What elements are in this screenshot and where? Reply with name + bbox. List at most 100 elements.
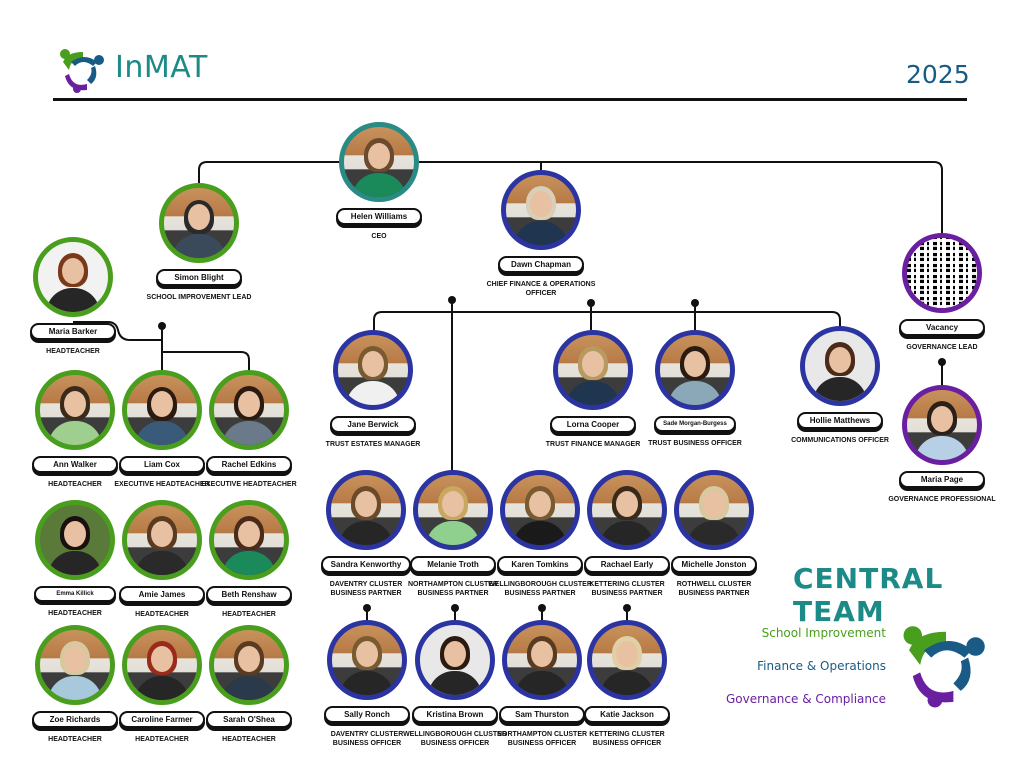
person-name: Rachael Early xyxy=(584,556,670,573)
avatar xyxy=(674,470,754,550)
connector-ht-right xyxy=(162,351,250,372)
person-name: Zoe Richards xyxy=(32,711,118,728)
avatar xyxy=(209,625,289,705)
person-role: ROTHWELL CLUSTER BUSINESS PARTNER xyxy=(676,581,752,597)
logo-people-icon xyxy=(903,626,985,708)
avatar xyxy=(500,470,580,550)
brand-logo xyxy=(57,46,109,94)
avatar xyxy=(587,470,667,550)
person-name: Sade Morgan-Burgess xyxy=(654,416,736,432)
person-role: HEADTEACHER xyxy=(135,611,189,618)
avatar xyxy=(333,330,413,410)
avatar xyxy=(655,330,735,410)
connector-barker xyxy=(73,321,162,341)
avatar xyxy=(209,370,289,450)
person-name: Caroline Farmer xyxy=(119,711,205,728)
connector-finance-bar xyxy=(373,311,841,332)
person-name: Liam Cox xyxy=(119,456,205,473)
avatar xyxy=(122,370,202,450)
avatar xyxy=(209,500,289,580)
person-name: Maria Page xyxy=(899,471,985,488)
person-card-ceo[interactable]: Helen Williams CEO xyxy=(324,122,434,241)
person-card-headteacher[interactable]: Emma Killick HEADTEACHER xyxy=(20,500,130,618)
person-card-business-officer[interactable]: Katie Jackson KETTERING CLUSTER BUSINESS… xyxy=(572,620,682,748)
legend-item-governance-compliance: Governance & Compliance xyxy=(725,692,886,706)
person-card-headteacher[interactable]: Maria Barker HEADTEACHER xyxy=(18,237,128,356)
person-card-headteacher[interactable]: Rachel Edkins EXECUTIVE HEADTEACHER xyxy=(194,370,304,489)
connector-ceo-simon xyxy=(198,161,345,195)
year-label: 2025 xyxy=(906,60,970,89)
person-card-business-officer[interactable]: Sam Thurston NORTHAMPTON CLUSTER BUSINES… xyxy=(487,620,597,748)
person-card-governance-lead[interactable]: Vacancy GOVERNANCE LEAD xyxy=(887,233,997,352)
person-role: KETTERING CLUSTER BUSINESS PARTNER xyxy=(589,581,665,597)
person-name: Simon Blight xyxy=(156,269,242,286)
connector-dot xyxy=(538,604,546,612)
header-divider xyxy=(53,98,967,101)
person-card-headteacher[interactable]: Amie James HEADTEACHER xyxy=(107,500,217,619)
person-role: CHIEF FINANCE & OPERATIONS OFFICER xyxy=(486,281,596,297)
legend-item-school-improvement: School Improvement xyxy=(761,626,886,640)
person-name: Lorna Cooper xyxy=(550,416,636,433)
qr-code-icon[interactable] xyxy=(902,233,982,313)
legend-title: CENTRAL TEAM xyxy=(793,562,944,628)
legend-logo xyxy=(898,620,994,715)
person-name: Emma Killick xyxy=(34,586,116,602)
person-card-finance[interactable]: Lorna Cooper TRUST FINANCE MANAGER xyxy=(538,330,648,449)
person-role: TRUST BUSINESS OFFICER xyxy=(648,440,742,447)
person-role: NORTHAMPTON CLUSTER BUSINESS PARTNER xyxy=(407,581,499,597)
avatar xyxy=(501,170,581,250)
person-card-finance[interactable]: Sade Morgan-Burgess TRUST BUSINESS OFFIC… xyxy=(640,330,750,448)
avatar xyxy=(902,385,982,465)
person-name: Rachel Edkins xyxy=(206,456,292,473)
person-role: HEADTEACHER xyxy=(48,736,102,743)
person-card-business-partner[interactable]: Melanie Troth NORTHAMPTON CLUSTER BUSINE… xyxy=(398,470,508,598)
person-name: Vacancy xyxy=(899,319,985,336)
avatar xyxy=(327,620,407,700)
connector-dot xyxy=(587,299,595,307)
person-card-headteacher[interactable]: Ann Walker HEADTEACHER xyxy=(20,370,130,489)
person-name: Hollie Matthews xyxy=(797,412,883,429)
person-role: WELLINGBOROUGH CLUSTER BUSINESS OFFICER xyxy=(403,731,507,747)
person-card-business-partner[interactable]: Rachael Early KETTERING CLUSTER BUSINESS… xyxy=(572,470,682,598)
avatar xyxy=(35,625,115,705)
person-name: Michelle Jonston xyxy=(671,556,757,573)
person-name: Maria Barker xyxy=(30,323,116,340)
person-role: COMMUNICATIONS OFFICER xyxy=(791,437,889,444)
person-card-headteacher[interactable]: Sarah O'Shea HEADTEACHER xyxy=(194,625,304,744)
person-role: DAVENTRY CLUSTER BUSINESS OFFICER xyxy=(330,731,404,747)
person-role: DAVENTRY CLUSTER BUSINESS PARTNER xyxy=(329,581,403,597)
connector-dot xyxy=(451,604,459,612)
person-name: Sarah O'Shea xyxy=(206,711,292,728)
connector-dot xyxy=(158,322,166,330)
person-card-headteacher[interactable]: Caroline Farmer HEADTEACHER xyxy=(107,625,217,744)
person-role: CEO xyxy=(371,233,387,240)
person-card-headteacher[interactable]: Zoe Richards HEADTEACHER xyxy=(20,625,130,744)
person-card-cfo[interactable]: Dawn Chapman CHIEF FINANCE & OPERATIONS … xyxy=(486,170,596,298)
person-card-school-improvement-lead[interactable]: Simon Blight SCHOOL IMPROVEMENT LEAD xyxy=(144,183,254,302)
person-name: Kristina Brown xyxy=(412,706,498,723)
avatar xyxy=(159,183,239,263)
connector-dot xyxy=(363,604,371,612)
person-role: HEADTEACHER xyxy=(48,610,102,617)
person-card-business-partner[interactable]: Karen Tomkins WELLINGBOROUGH CLUSTER BUS… xyxy=(485,470,595,598)
person-card-business-partner[interactable]: Michelle Jonston ROTHWELL CLUSTER BUSINE… xyxy=(659,470,769,598)
person-card-finance[interactable]: Jane Berwick TRUST ESTATES MANAGER xyxy=(318,330,428,449)
person-card-headteacher[interactable]: Beth Renshaw HEADTEACHER xyxy=(194,500,304,619)
person-name: Beth Renshaw xyxy=(206,586,292,603)
person-role: GOVERNANCE PROFESSIONAL xyxy=(888,496,996,503)
avatar xyxy=(122,625,202,705)
person-role: HEADTEACHER xyxy=(48,481,102,488)
person-card-business-officer[interactable]: Kristina Brown WELLINGBOROUGH CLUSTER BU… xyxy=(400,620,510,748)
person-card-headteacher[interactable]: Liam Cox EXECUTIVE HEADTEACHER xyxy=(107,370,217,489)
person-card-finance[interactable]: Hollie Matthews COMMUNICATIONS OFFICER xyxy=(785,326,895,445)
person-name: Katie Jackson xyxy=(584,706,670,723)
brand-name: InMAT xyxy=(115,50,208,85)
person-card-governance-professional[interactable]: Maria Page GOVERNANCE PROFESSIONAL xyxy=(887,385,997,504)
person-name: Helen Williams xyxy=(336,208,422,225)
avatar xyxy=(35,500,115,580)
person-card-business-partner[interactable]: Sandra Kenworthy DAVENTRY CLUSTER BUSINE… xyxy=(311,470,421,598)
avatar xyxy=(33,237,113,317)
person-card-business-officer[interactable]: Sally Ronch DAVENTRY CLUSTER BUSINESS OF… xyxy=(312,620,422,748)
person-role: SCHOOL IMPROVEMENT LEAD xyxy=(146,294,252,301)
connector-dot xyxy=(623,604,631,612)
